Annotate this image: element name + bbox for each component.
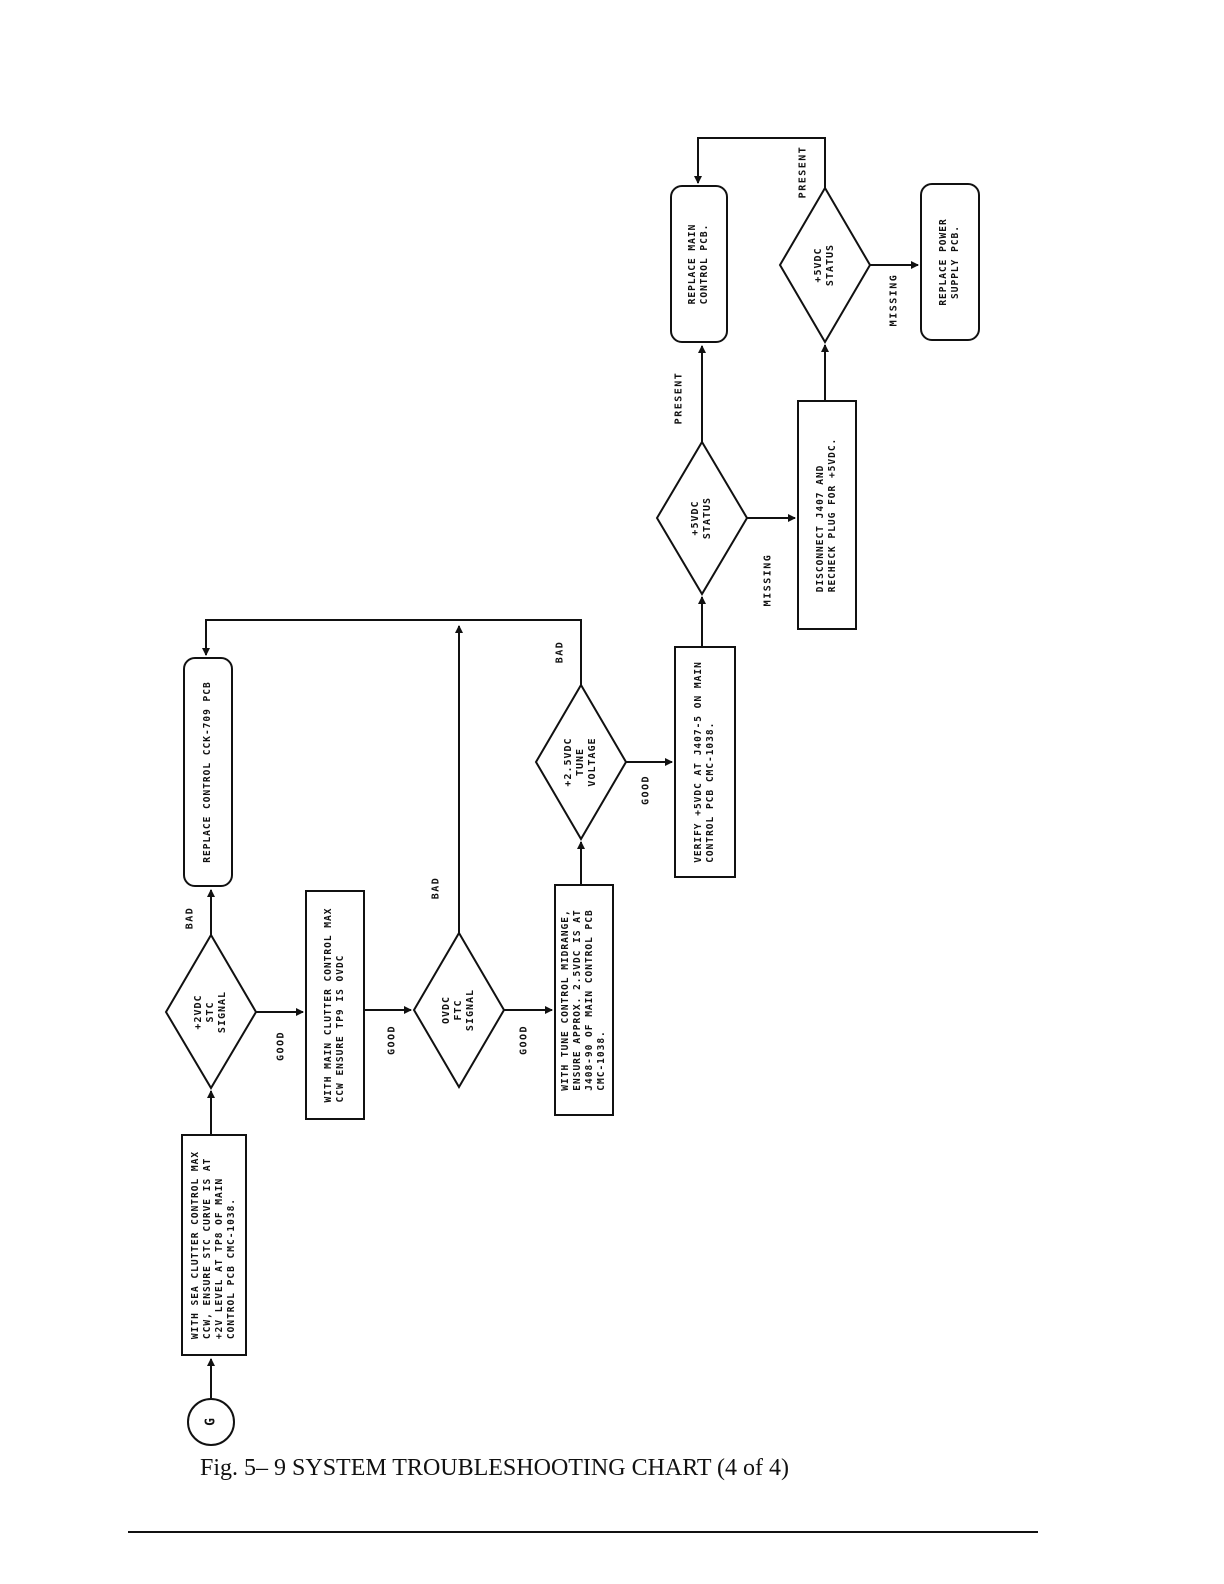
decision-status1-label: +5VDC STATUS <box>690 496 713 540</box>
label-present-2: PRESENT <box>797 145 809 199</box>
box-disconnect-j407: DISCONNECT J407 AND RECHECK PLUG FOR +5V… <box>797 400 857 630</box>
connector-g: G <box>187 1398 235 1446</box>
label-missing-1: MISSING <box>762 553 774 607</box>
box-replace-power: REPLACE POWER SUPPLY PCB. <box>920 183 980 341</box>
box-replace-main: REPLACE MAIN CONTROL PCB. <box>670 185 728 343</box>
label-good-stc: GOOD <box>275 1030 287 1062</box>
connector-label: G <box>203 1418 219 1426</box>
box-main-clutter: WITH MAIN CLUTTER CONTROL MAX CCW ENSURE… <box>305 890 365 1120</box>
box-verify-5v-text: VERIFY +5VDC AT J407-5 ON MAIN CONTROL P… <box>693 661 716 863</box>
box-replace-control-text: REPLACE CONTROL CCK-709 PCB <box>202 681 213 863</box>
label-bad-tune: BAD <box>554 640 566 664</box>
label-good-ftc: GOOD <box>518 1024 530 1056</box>
decision-stc-shape <box>164 933 258 1090</box>
label-present-1: PRESENT <box>673 371 685 425</box>
decision-ftc-shape <box>412 931 506 1089</box>
label-good-mid: GOOD <box>386 1024 398 1056</box>
box-replace-main-text: REPLACE MAIN CONTROL PCB. <box>687 223 710 305</box>
box-tune-control: WITH TUNE CONTROL MIDRANGE, ENSURE APPRO… <box>554 884 614 1116</box>
box-tune-control-text: WITH TUNE CONTROL MIDRANGE, ENSURE APPRO… <box>560 909 607 1091</box>
figure-caption: Fig. 5– 9 SYSTEM TROUBLESHOOTING CHART (… <box>200 1455 790 1481</box>
label-good-tune: GOOD <box>640 774 652 806</box>
decision-status1-shape <box>655 440 749 596</box>
decision-ftc-label: OVDC FTC SIGNAL <box>441 988 476 1032</box>
box-verify-5v: VERIFY +5VDC AT J407-5 ON MAIN CONTROL P… <box>674 646 736 878</box>
label-bad-stc: BAD <box>184 906 196 930</box>
box-replace-control: REPLACE CONTROL CCK-709 PCB <box>183 657 233 887</box>
decision-tune-label: +2.5VDC TUNE VOLTAGE <box>563 737 598 787</box>
label-bad-ftc: BAD <box>430 876 442 900</box>
decision-tune-shape <box>534 683 628 841</box>
decision-status2-label: +5VDC STATUS <box>813 243 836 287</box>
decision-status2-shape <box>778 186 872 344</box>
footer-rule <box>128 1531 1038 1533</box>
decision-stc-label: +2VDC STC SIGNAL <box>193 990 228 1034</box>
box-sea-clutter: WITH SEA CLUTTER CONTROL MAX CCW, ENSURE… <box>181 1134 247 1356</box>
box-main-clutter-text: WITH MAIN CLUTTER CONTROL MAX CCW ENSURE… <box>323 907 346 1103</box>
box-replace-power-text: REPLACE POWER SUPPLY PCB. <box>938 218 961 306</box>
box-disconnect-j407-text: DISCONNECT J407 AND RECHECK PLUG FOR +5V… <box>815 437 838 593</box>
label-missing-2: MISSING <box>888 273 900 327</box>
box-sea-clutter-text: WITH SEA CLUTTER CONTROL MAX CCW, ENSURE… <box>190 1150 237 1340</box>
